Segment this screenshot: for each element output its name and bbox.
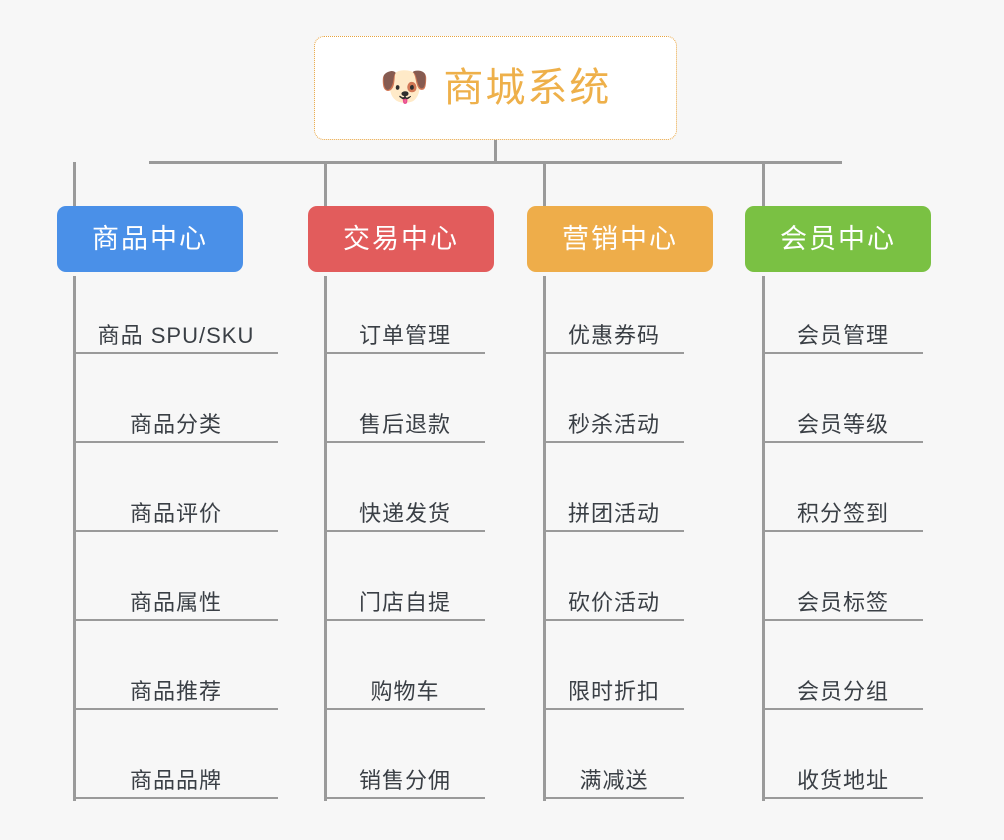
leaf-item[interactable]: 优惠券码 (544, 318, 684, 354)
leaf-item[interactable]: 商品 SPU/SKU (74, 318, 278, 354)
leaf-item[interactable]: 会员分组 (763, 674, 923, 710)
leaf-item[interactable]: 收货地址 (763, 763, 923, 799)
leaf-item-label: 满减送 (579, 767, 649, 793)
leaf-item[interactable]: 售后退款 (325, 407, 485, 443)
category-trunk-line (73, 276, 76, 801)
leaf-item[interactable]: 商品评价 (74, 496, 278, 532)
leaf-item[interactable]: 会员管理 (763, 318, 923, 354)
leaf-item-label: 商品属性 (129, 589, 222, 615)
leaf-item[interactable]: 会员等级 (763, 407, 923, 443)
category-trunk-line (762, 276, 765, 801)
leaf-item-label: 订单管理 (358, 322, 451, 348)
leaf-item-label: 门店自提 (358, 589, 451, 615)
leaf-item-label: 拼团活动 (567, 500, 660, 526)
leaf-item[interactable]: 满减送 (544, 763, 684, 799)
category-header-2[interactable]: 交易中心 (308, 206, 494, 272)
category-header-label: 商品中心 (92, 223, 208, 254)
category-bus-line (149, 161, 842, 164)
leaf-item[interactable]: 会员标签 (763, 585, 923, 621)
category-header-3[interactable]: 营销中心 (527, 206, 713, 272)
leaf-item[interactable]: 订单管理 (325, 318, 485, 354)
category-header-label: 会员中心 (780, 223, 896, 254)
leaf-item[interactable]: 拼团活动 (544, 496, 684, 532)
leaf-item-label: 商品分类 (129, 411, 222, 437)
leaf-item-label: 收货地址 (796, 767, 889, 793)
leaf-item-label: 快递发货 (358, 500, 451, 526)
category-stem-line (324, 162, 327, 206)
leaf-item[interactable]: 购物车 (325, 674, 485, 710)
leaf-item[interactable]: 商品推荐 (74, 674, 278, 710)
root-stem-line (494, 140, 497, 163)
leaf-item-label: 优惠券码 (567, 322, 660, 348)
leaf-item-label: 商品评价 (129, 500, 222, 526)
leaf-item[interactable]: 销售分佣 (325, 763, 485, 799)
leaf-item[interactable]: 商品属性 (74, 585, 278, 621)
leaf-item-label: 商品推荐 (129, 678, 222, 704)
category-stem-line (762, 162, 765, 206)
shiba-dog-face-icon: 🐶 (379, 65, 430, 109)
leaf-item-label: 砍价活动 (567, 589, 660, 615)
category-trunk-line (324, 276, 327, 801)
category-header-1[interactable]: 商品中心 (57, 206, 243, 272)
leaf-item-label: 商品 SPU/SKU (97, 322, 255, 348)
leaf-item-label: 购物车 (370, 678, 440, 704)
leaf-item[interactable]: 秒杀活动 (544, 407, 684, 443)
leaf-item-label: 会员分组 (796, 678, 889, 704)
leaf-item[interactable]: 积分签到 (763, 496, 923, 532)
category-stem-line (73, 162, 76, 206)
category-trunk-line (543, 276, 546, 801)
leaf-item[interactable]: 限时折扣 (544, 674, 684, 710)
leaf-item-label: 会员等级 (796, 411, 889, 437)
leaf-item-label: 秒杀活动 (567, 411, 660, 437)
leaf-item[interactable]: 快递发货 (325, 496, 485, 532)
leaf-item-label: 销售分佣 (358, 767, 451, 793)
root-node[interactable]: 🐶 商城系统 (314, 36, 677, 140)
root-title: 商城系统 (443, 66, 612, 110)
category-stem-line (543, 162, 546, 206)
leaf-item[interactable]: 门店自提 (325, 585, 485, 621)
leaf-item-label: 限时折扣 (567, 678, 660, 704)
category-header-label: 交易中心 (343, 223, 459, 254)
category-header-label: 营销中心 (562, 223, 678, 254)
leaf-item[interactable]: 砍价活动 (544, 585, 684, 621)
category-header-4[interactable]: 会员中心 (745, 206, 931, 272)
leaf-item-label: 会员管理 (796, 322, 889, 348)
leaf-item[interactable]: 商品品牌 (74, 763, 278, 799)
leaf-item-label: 商品品牌 (129, 767, 222, 793)
leaf-item-label: 积分签到 (796, 500, 889, 526)
leaf-item[interactable]: 商品分类 (74, 407, 278, 443)
leaf-item-label: 会员标签 (796, 589, 889, 615)
leaf-item-label: 售后退款 (358, 411, 451, 437)
